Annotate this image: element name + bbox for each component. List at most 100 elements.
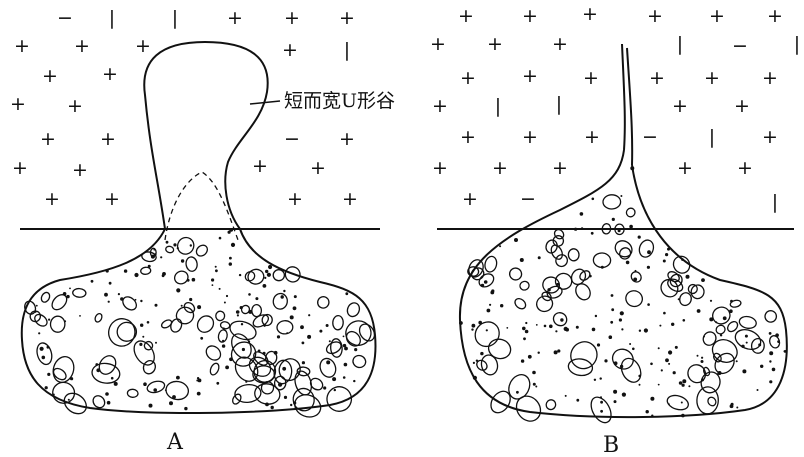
sand-grain (622, 393, 626, 397)
sand-grain (294, 295, 297, 298)
sand-grain (618, 229, 621, 232)
sand-grain (283, 290, 285, 292)
sand-grain (592, 328, 596, 332)
pebble (738, 315, 757, 330)
sand-grain (226, 295, 228, 297)
sand-grain (326, 324, 329, 327)
sand-grain (757, 389, 759, 391)
sand-grain (489, 304, 491, 306)
pebble (277, 320, 294, 334)
pebble (545, 398, 558, 411)
pebble (568, 249, 579, 261)
sand-grain (274, 351, 278, 355)
bedrock-symbol: + (460, 126, 476, 148)
pebble (275, 355, 304, 384)
sand-grain (153, 388, 157, 392)
pebble (617, 246, 632, 261)
sand-grain (533, 383, 536, 386)
sand-grain (701, 378, 704, 381)
sand-grain (111, 377, 114, 380)
sand-grain (630, 166, 634, 170)
sand-grain (225, 366, 229, 370)
sand-grain (688, 385, 690, 387)
sand-grain (332, 377, 336, 381)
pebble (519, 280, 530, 291)
sand-grain (556, 283, 559, 286)
pebble (551, 310, 569, 328)
sand-grain (189, 298, 192, 301)
sand-grain (459, 321, 463, 325)
pebble (35, 341, 55, 366)
bedrock-symbol: | (556, 93, 562, 115)
sand-grain (139, 343, 142, 346)
sand-grain (155, 342, 157, 344)
sand-grain (742, 369, 746, 373)
pebble (587, 394, 615, 426)
sand-grain (307, 335, 311, 339)
sand-grain (197, 392, 201, 396)
sand-grain (181, 305, 183, 307)
sand-grain (592, 198, 595, 201)
sand-grain (228, 231, 231, 234)
sand-grain (284, 396, 287, 399)
bedrock-symbol: + (582, 3, 598, 25)
sand-grain (626, 261, 630, 265)
deposit-bulb-b (460, 150, 787, 417)
sand-grain (166, 241, 169, 244)
sand-grain (187, 279, 190, 282)
sand-grain (52, 394, 54, 396)
bedrock-symbol: + (102, 63, 118, 85)
sand-grain (499, 245, 501, 247)
bedrock-symbol: + (430, 33, 446, 55)
bedrock-symbol: − (642, 126, 658, 148)
sand-grain (522, 327, 526, 331)
sand-grain (678, 298, 680, 300)
sand-grain (222, 344, 225, 347)
sand-grain (659, 325, 661, 327)
bedrock-symbol: + (72, 159, 88, 181)
sand-grain (286, 332, 288, 334)
bedrock-symbol: | (709, 126, 715, 148)
sand-grain (697, 309, 701, 313)
sand-grain (267, 273, 271, 277)
sand-grain (600, 401, 603, 404)
sand-grain (500, 304, 503, 307)
pebble (72, 288, 86, 297)
sand-grain (506, 327, 508, 329)
sand-grain (271, 406, 274, 409)
pebble (33, 312, 50, 328)
sand-grain (290, 315, 294, 319)
pebble (323, 383, 356, 416)
pebble (146, 379, 166, 394)
sand-grain (120, 297, 123, 300)
sand-grain (242, 348, 245, 351)
sand-grain (471, 328, 473, 330)
bedrock-symbol: − (732, 35, 748, 57)
sand-grain (45, 386, 48, 389)
bedrock-symbol: + (522, 126, 538, 148)
pebble (94, 312, 103, 323)
bedrock-symbol: | (794, 33, 800, 55)
pebble (690, 284, 704, 299)
pebble (40, 291, 51, 304)
sand-grain (629, 343, 631, 345)
sand-grain (239, 274, 241, 276)
sand-grain (668, 350, 672, 354)
sand-grain (663, 312, 666, 315)
sand-grain (197, 377, 199, 379)
sand-grain (480, 352, 483, 355)
sand-grain (263, 284, 267, 288)
sand-grain (38, 332, 40, 334)
sand-grain (216, 382, 219, 385)
bedrock-symbol: + (74, 35, 90, 57)
bedrock-symbol: + (40, 128, 56, 150)
sand-grain (715, 321, 717, 323)
panel-b: +++++++++|−|+++++++||+++++−|+++++++−| B (430, 3, 800, 457)
sand-grain (555, 330, 557, 332)
pebble (751, 338, 764, 353)
sand-grain (769, 332, 772, 335)
sand-grain (487, 309, 491, 313)
sand-grain (520, 258, 524, 262)
pebble (486, 337, 512, 361)
